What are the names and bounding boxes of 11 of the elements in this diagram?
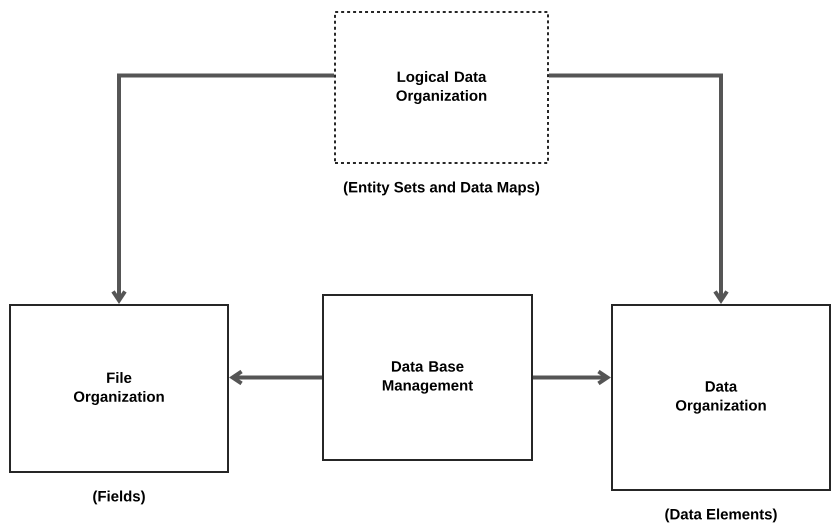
arrow bbox=[111, 74, 334, 304]
arrow bbox=[229, 370, 322, 386]
node-label: (Data Elements) bbox=[665, 508, 777, 522]
node-label: (Fields) bbox=[93, 490, 145, 504]
process-box: Data Base Management bbox=[322, 294, 533, 461]
process-box: Logical Data Organization bbox=[334, 11, 549, 164]
process-box: Data Organization bbox=[611, 304, 831, 491]
process-box: File Organization bbox=[9, 304, 229, 473]
node-label: (Entity Sets and Data Maps) bbox=[344, 182, 540, 196]
arrow bbox=[549, 74, 729, 304]
arrow bbox=[533, 370, 611, 386]
